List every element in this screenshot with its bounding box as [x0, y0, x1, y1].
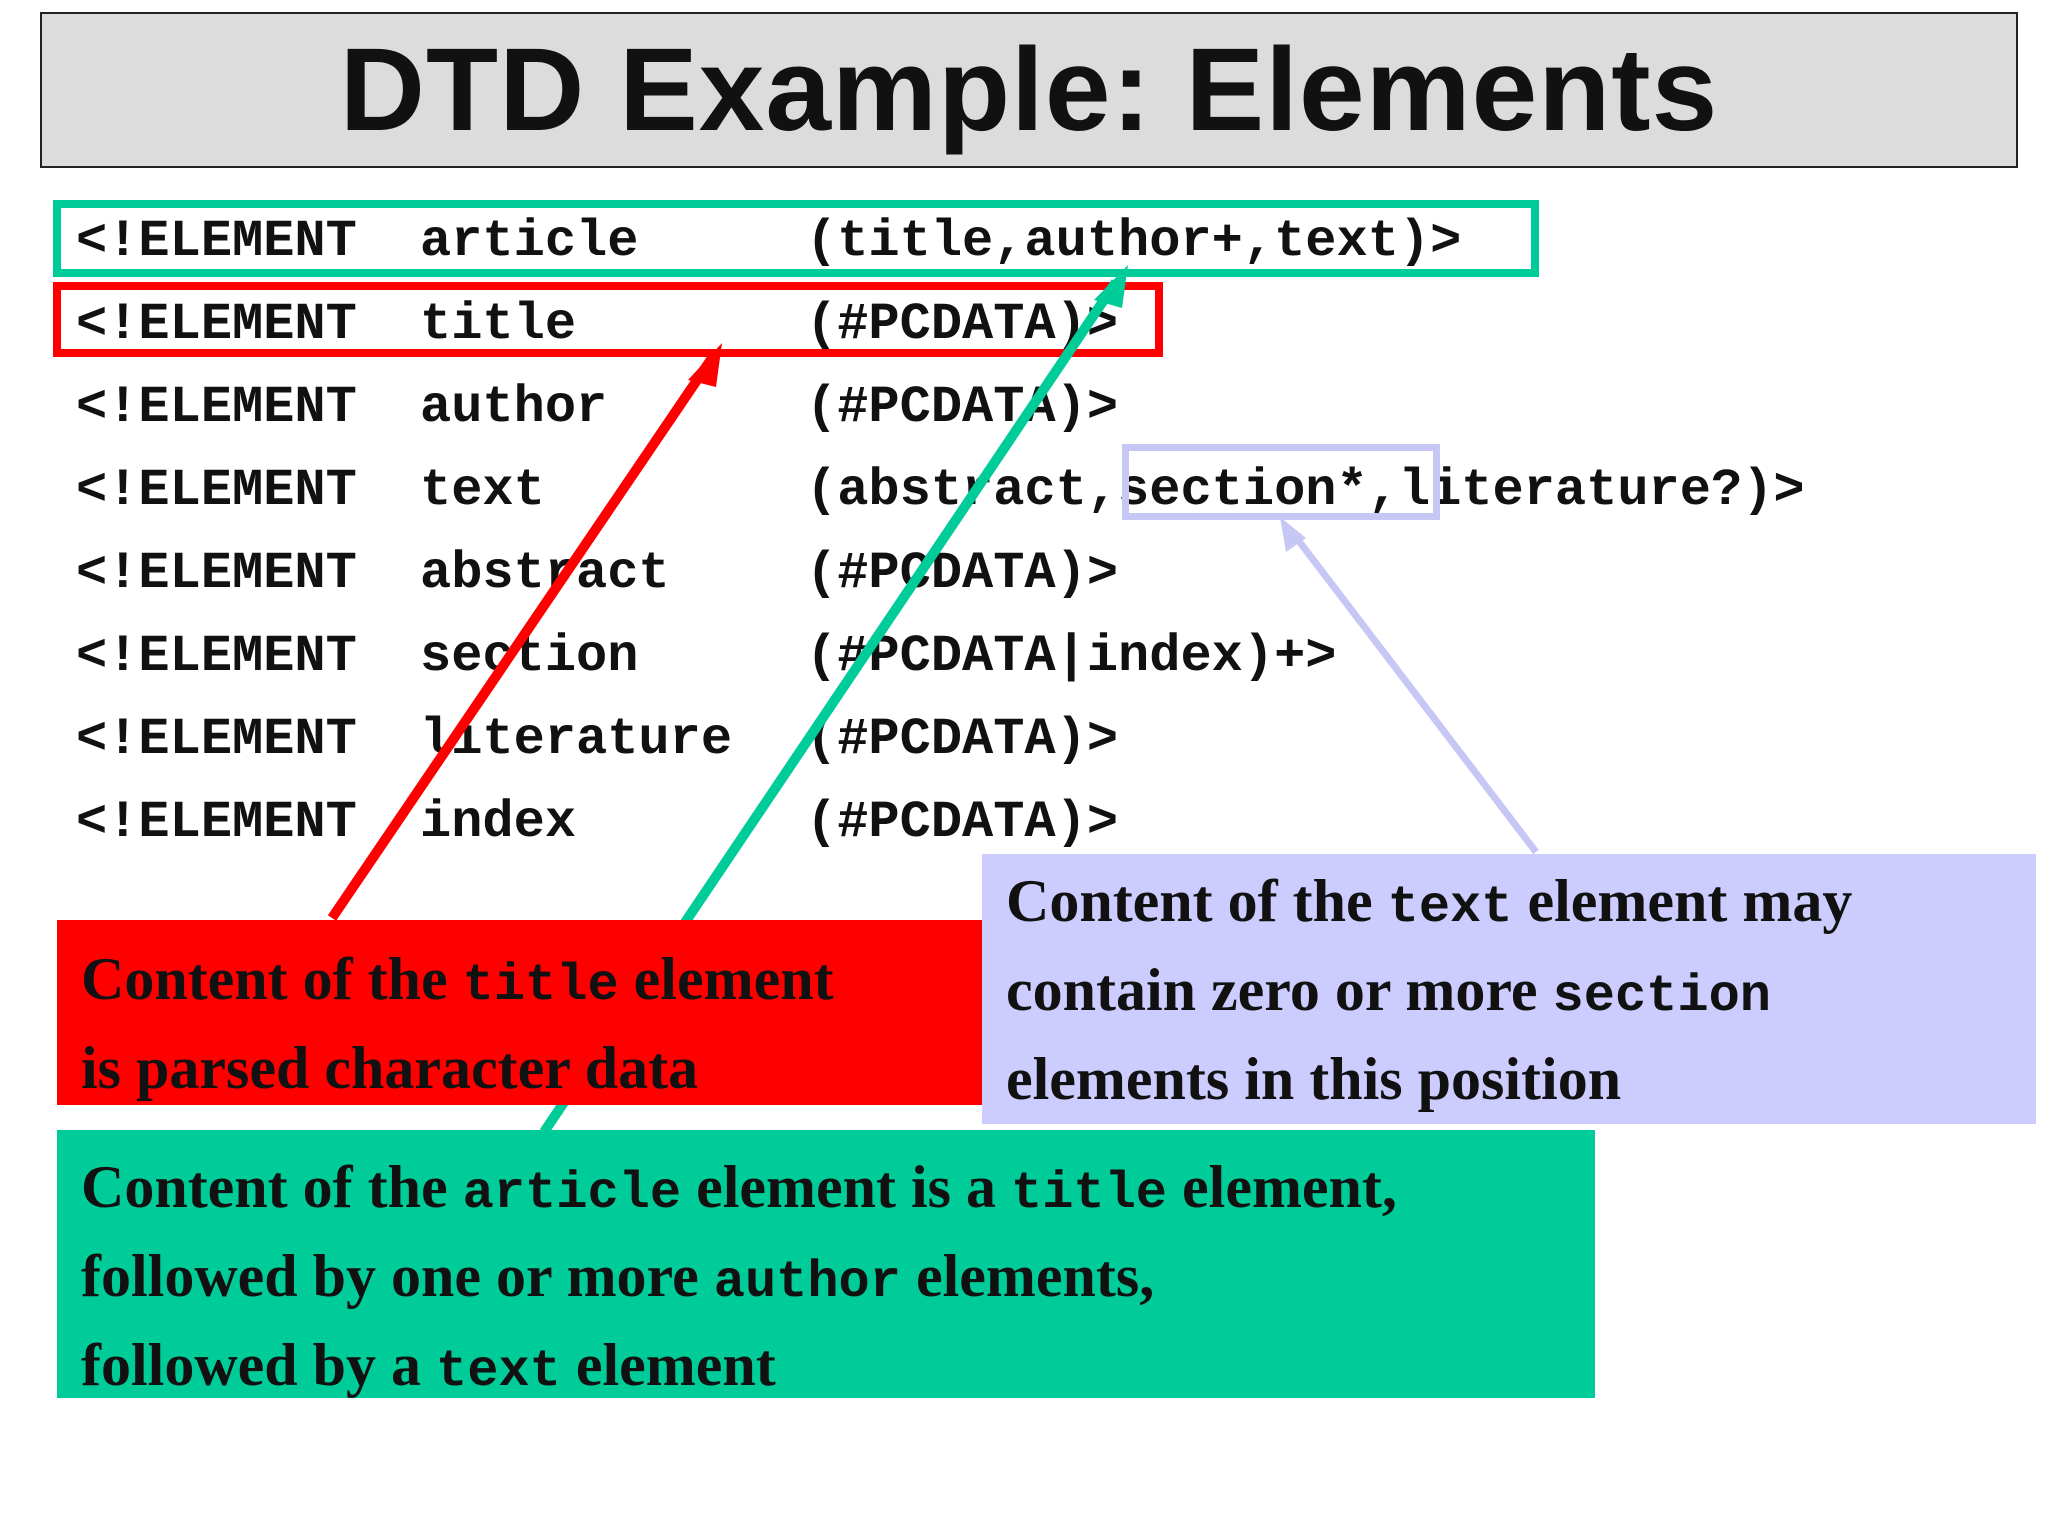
note-text: Content of the: [81, 1154, 463, 1220]
text-note-line1: Content of the text element may: [1006, 860, 2012, 949]
code-keyword: <!ELEMENT: [76, 627, 357, 686]
code-element-name: section: [420, 627, 639, 686]
code-element-name: abstract: [420, 544, 670, 603]
code-line-literature: <!ELEMENT literature (#PCDATA)>: [76, 698, 1118, 781]
code-element-name: index: [420, 793, 577, 852]
code-line-index: <!ELEMENT index (#PCDATA)>: [76, 781, 1118, 864]
code-keyword: <!ELEMENT: [76, 295, 357, 354]
code-line-text: <!ELEMENT text (abstract,section*,litera…: [76, 449, 1805, 532]
article-line-highlight: [53, 200, 1539, 277]
code-keyword: <!ELEMENT: [76, 710, 357, 769]
code-element-name: text: [420, 461, 545, 520]
title-note-line1: Content of the title element: [81, 938, 963, 1027]
note-text: elements,: [900, 1243, 1155, 1309]
code-element-name: article: [420, 212, 639, 271]
article-note-line1: Content of the article element is a titl…: [81, 1146, 1571, 1235]
note-text: element,: [1167, 1154, 1397, 1220]
title-note-line2: is parsed character data: [81, 1035, 699, 1101]
note-text: element: [560, 1332, 776, 1398]
text-note: Content of the text element may contain …: [982, 854, 2036, 1124]
code-line-article: <!ELEMENT article (title,author+,text)>: [76, 200, 1461, 283]
code-line-abstract: <!ELEMENT abstract (#PCDATA)>: [76, 532, 1118, 615]
note-text: element is a: [681, 1154, 1011, 1220]
text-note-line2: contain zero or more section: [1006, 949, 2012, 1038]
note-text: contain zero or more: [1006, 957, 1553, 1023]
article-note: Content of the article element is a titl…: [57, 1130, 1595, 1401]
note-code: section: [1552, 967, 1771, 1026]
note-code: text: [1387, 878, 1513, 937]
text-note-line3: elements in this position: [1006, 1046, 1622, 1112]
section-highlight: [1122, 444, 1440, 520]
code-line-author: <!ELEMENT author (#PCDATA)>: [76, 366, 1118, 449]
code-element-name: literature: [420, 710, 733, 769]
note-code: title: [462, 956, 619, 1015]
article-note-line3: followed by a text element: [81, 1324, 1571, 1413]
code-content-model: (#PCDATA)>: [806, 378, 1119, 437]
note-code: article: [462, 1164, 682, 1223]
code-keyword: <!ELEMENT: [76, 461, 357, 520]
code-element-name: author: [420, 378, 608, 437]
note-text: Content of the: [81, 946, 463, 1012]
note-text: followed by one or more: [81, 1243, 714, 1309]
code-keyword: <!ELEMENT: [76, 212, 357, 271]
note-text: followed by a: [81, 1332, 437, 1398]
code-content-model: (#PCDATA)>: [806, 793, 1119, 852]
note-text: element: [618, 946, 834, 1012]
note-code: title: [1010, 1164, 1168, 1223]
code-keyword: <!ELEMENT: [76, 378, 357, 437]
note-code: author: [713, 1253, 901, 1312]
code-content-model: (#PCDATA)>: [806, 710, 1119, 769]
code-content-model: (#PCDATA)>: [806, 544, 1119, 603]
note-code: text: [436, 1342, 561, 1401]
code-keyword: <!ELEMENT: [76, 544, 357, 603]
title-line-highlight: [53, 282, 1163, 357]
slide-title: DTD Example: Elements: [339, 24, 1719, 156]
title-bar: DTD Example: Elements: [40, 12, 2018, 168]
code-keyword: <!ELEMENT: [76, 793, 357, 852]
title-note: Content of the title element is parsed c…: [57, 920, 987, 1105]
article-note-line2: followed by one or more author elements,: [81, 1235, 1571, 1324]
code-content-model: (#PCDATA|index)+>: [806, 627, 1337, 686]
note-text: element may: [1512, 868, 1853, 934]
code-content-model: (title,author+,text)>: [806, 212, 1462, 271]
note-text: Content of the: [1006, 868, 1388, 934]
code-line-section: <!ELEMENT section (#PCDATA|index)+>: [76, 615, 1337, 698]
